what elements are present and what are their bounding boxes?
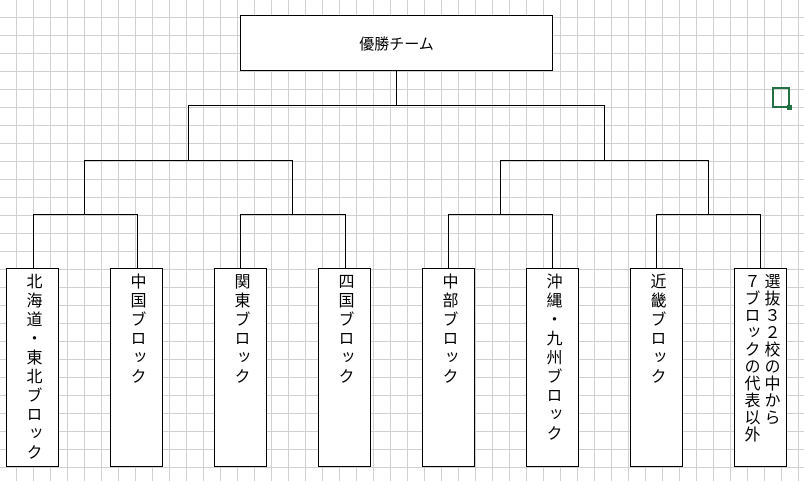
team-label: 北海道・東北ブロック [23,273,43,463]
bracket-line [500,160,501,214]
bracket-line [656,214,761,215]
team-box[interactable]: 関東ブロック [214,268,267,467]
bracket-line [552,214,553,268]
bracket-line [240,214,241,268]
bracket-line [448,214,553,215]
bracket-line [188,105,605,106]
bracket-line [188,105,189,160]
team-label: 中部ブロック [439,273,459,387]
team-box[interactable]: 沖縄・九州ブロック [526,268,579,467]
team-label: 近畿ブロック [647,273,667,387]
team-box[interactable]: 四国ブロック [318,268,371,467]
team-box[interactable]: 中国ブロック [110,268,163,467]
selected-cell[interactable] [772,87,792,110]
bracket-line [448,214,449,268]
team-label: 中国ブロック [127,273,147,387]
bracket-line [84,160,85,214]
bracket-line [137,214,138,268]
team-box[interactable]: 中部ブロック [422,268,475,467]
bracket-line [84,160,293,161]
bracket-line [760,214,761,268]
bracket-line [292,160,293,214]
team-label: 四国ブロック [335,273,355,387]
bracket-line [33,214,138,215]
bracket-line [345,214,346,268]
bracket-line [396,70,397,105]
wildcard-line1: 選抜３２校の中から [761,273,781,426]
bracket-line [604,105,605,160]
bracket-line [500,160,709,161]
champion-label: 優勝チーム [359,34,434,53]
bracket-line [240,214,346,215]
champion-box[interactable]: 優勝チーム [240,15,553,71]
team-box[interactable]: 近畿ブロック [630,268,683,467]
team-label: 沖縄・九州ブロック [543,273,563,444]
team-label: 関東ブロック [231,273,251,387]
bracket-line [656,214,657,268]
team-box[interactable]: 北海道・東北ブロック [6,268,59,467]
bracket-line [708,160,709,214]
bracket-line [33,214,34,268]
wildcard-line2: ７ブロックの代表以外 [741,273,761,443]
